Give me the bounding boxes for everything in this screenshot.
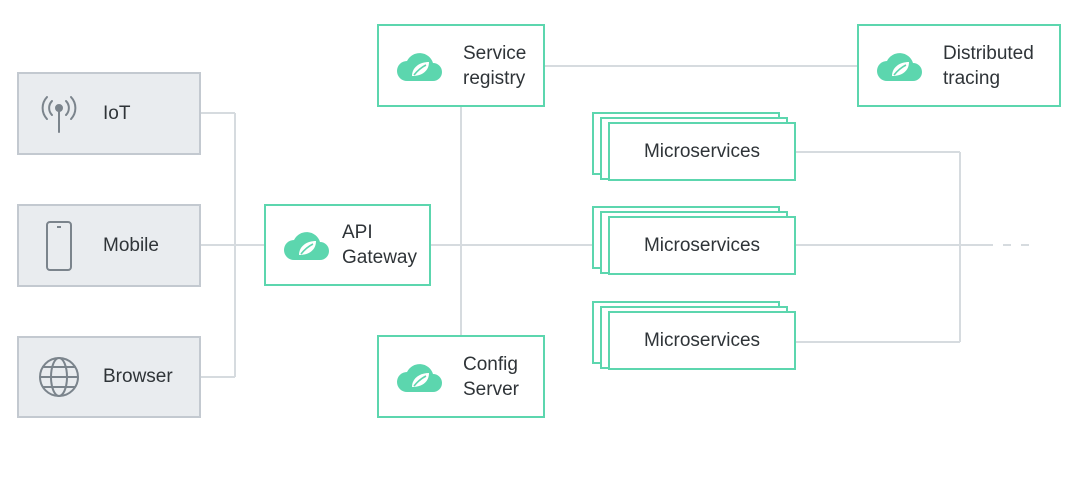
antenna-icon	[37, 92, 81, 136]
smartphone-icon	[37, 220, 81, 271]
config-server-box: Config Server	[377, 335, 545, 418]
api-gateway-line2: Gateway	[342, 247, 417, 268]
config-server-line2: Server	[463, 378, 519, 400]
distributed-tracing-label: Distributed tracing	[943, 41, 1034, 91]
microservices-label: Microservices	[643, 329, 761, 351]
api-gateway-box: API Gateway	[264, 204, 431, 286]
api-gateway-label: API Gateway	[342, 220, 417, 270]
distributed-tracing-line2: tracing	[943, 67, 1001, 89]
client-browser: Browser	[17, 336, 201, 418]
spring-leaf-cloud-icon	[395, 49, 443, 83]
client-mobile: Mobile	[17, 204, 201, 287]
spring-leaf-cloud-icon	[395, 360, 443, 394]
spring-leaf-cloud-icon	[875, 49, 923, 83]
client-browser-label: Browser	[103, 366, 173, 387]
client-iot-label: IoT	[103, 102, 131, 124]
microservice-card-front: Microservices	[608, 122, 796, 181]
microservice-card-front: Microservices	[608, 216, 796, 275]
microservice-card-front: Microservices	[608, 311, 796, 370]
service-registry-line2: registry	[463, 67, 526, 89]
service-registry-label: Service registry	[463, 41, 526, 91]
microservices-label: Microservices	[643, 234, 761, 256]
microservices-label: Microservices	[643, 140, 761, 162]
config-server-line1: Config	[463, 353, 518, 375]
distributed-tracing-box: Distributed tracing	[857, 24, 1061, 107]
client-mobile-label: Mobile	[103, 234, 159, 256]
client-iot: IoT	[17, 72, 201, 155]
distributed-tracing-line1: Distributed	[943, 42, 1034, 64]
service-registry-box: Service registry	[377, 24, 545, 107]
config-server-label: Config Server	[463, 352, 519, 402]
service-registry-line1: Service	[463, 42, 527, 64]
spring-leaf-cloud-icon	[282, 228, 330, 262]
api-gateway-line1: API	[342, 222, 373, 243]
globe-icon	[37, 355, 81, 399]
